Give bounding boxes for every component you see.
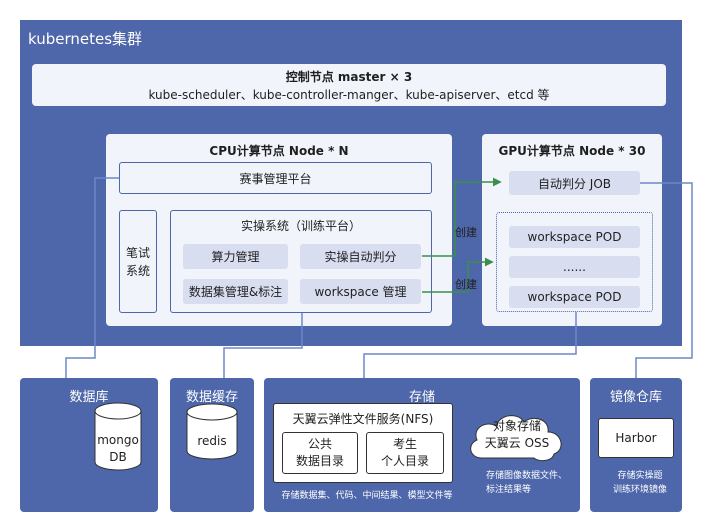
dataset-mgmt-label: 数据集管理&标注 — [188, 285, 283, 299]
create-label-top: 创建 — [455, 226, 477, 239]
contest-platform: 赛事管理平台 — [119, 162, 432, 194]
master-node: 控制节点 master × 3 kube-scheduler、kube-cont… — [32, 64, 666, 106]
written-exam-system: 笔试 系统 — [119, 210, 157, 313]
practice-system-title: 实操系统（训练平台） — [240, 219, 361, 233]
redis-cylinder-icon — [186, 403, 238, 460]
storage-title: 存储 — [408, 390, 435, 405]
redis-label: redis — [197, 434, 227, 448]
workspace-mgmt: workspace 管理 — [300, 279, 421, 304]
create-arrow-bottom — [422, 257, 494, 293]
judge-job-label: 自动判分 JOB — [537, 176, 612, 191]
ellipsis-label: ...... — [563, 260, 586, 274]
create-label-bottom: 创建 — [455, 278, 477, 291]
cpu-node-title: CPU计算节点 Node * N — [209, 144, 349, 158]
workspace-pod: workspace POD — [509, 286, 640, 308]
registry-caption: 存储实操题 训练环境镜像 — [612, 471, 667, 495]
mongodb-cylinder-icon — [94, 402, 142, 471]
create-arrow-top — [422, 177, 502, 257]
platform-to-database-line — [65, 177, 119, 378]
database-title: 数据库 — [69, 390, 109, 405]
oss-label: 对象存储 天翼云 OSS — [484, 419, 550, 450]
harbor-label: Harbor — [615, 431, 657, 445]
judge-job: 自动判分 JOB — [509, 171, 640, 195]
job-to-registry-line — [635, 182, 693, 378]
cpu-to-storage-line — [223, 313, 303, 378]
compute-mgmt-label: 算力管理 — [211, 250, 260, 264]
compute-mgmt: 算力管理 — [183, 244, 288, 269]
workspace-mgmt-label: workspace 管理 — [314, 285, 407, 299]
nfs-caption: 存储数据集、代码、中间结果、模型文件等 — [281, 491, 453, 501]
cache-title: 数据缓存 — [185, 390, 238, 405]
oss-caption: 存储图像数据文件、 标注结果等 — [486, 471, 568, 495]
auto-judge-label: 实操自动判分 — [324, 250, 397, 264]
nfs-title: 天翼云弹性文件服务(NFS) — [292, 412, 434, 426]
mongodb-label: mongo DB — [97, 433, 139, 464]
registry-title: 镜像仓库 — [609, 390, 662, 405]
master-title: 控制节点 master × 3 — [285, 70, 413, 84]
workspace-pod-label: workspace POD — [527, 230, 622, 244]
cluster-title: kubernetes集群 — [28, 30, 143, 48]
public-data-dir: 公共 数据目录 — [282, 432, 358, 474]
written-exam-label: 笔试 系统 — [125, 245, 150, 278]
workspace-pod-ellipsis: ...... — [509, 256, 640, 278]
cache-box: 数据缓存 — [170, 378, 254, 512]
gpu-to-storage-line — [363, 312, 577, 378]
contest-platform-label: 赛事管理平台 — [239, 171, 312, 186]
workspace-pod: workspace POD — [509, 226, 640, 248]
workspace-pod-label: workspace POD — [527, 290, 622, 304]
public-dir-label: 公共 数据目录 — [295, 437, 344, 468]
personal-dir: 考生 个人目录 — [366, 432, 444, 474]
auto-judge: 实操自动判分 — [300, 244, 421, 269]
harbor-box: Harbor — [598, 418, 674, 458]
master-components: kube-scheduler、kube-controller-manger、ku… — [148, 88, 550, 102]
workspace-pod-group — [496, 212, 653, 312]
gpu-node-title: GPU计算节点 Node * 30 — [498, 144, 646, 158]
cloud-icon — [470, 415, 562, 462]
dataset-mgmt: 数据集管理&标注 — [183, 279, 288, 304]
personal-dir-label: 考生 个人目录 — [380, 437, 429, 468]
